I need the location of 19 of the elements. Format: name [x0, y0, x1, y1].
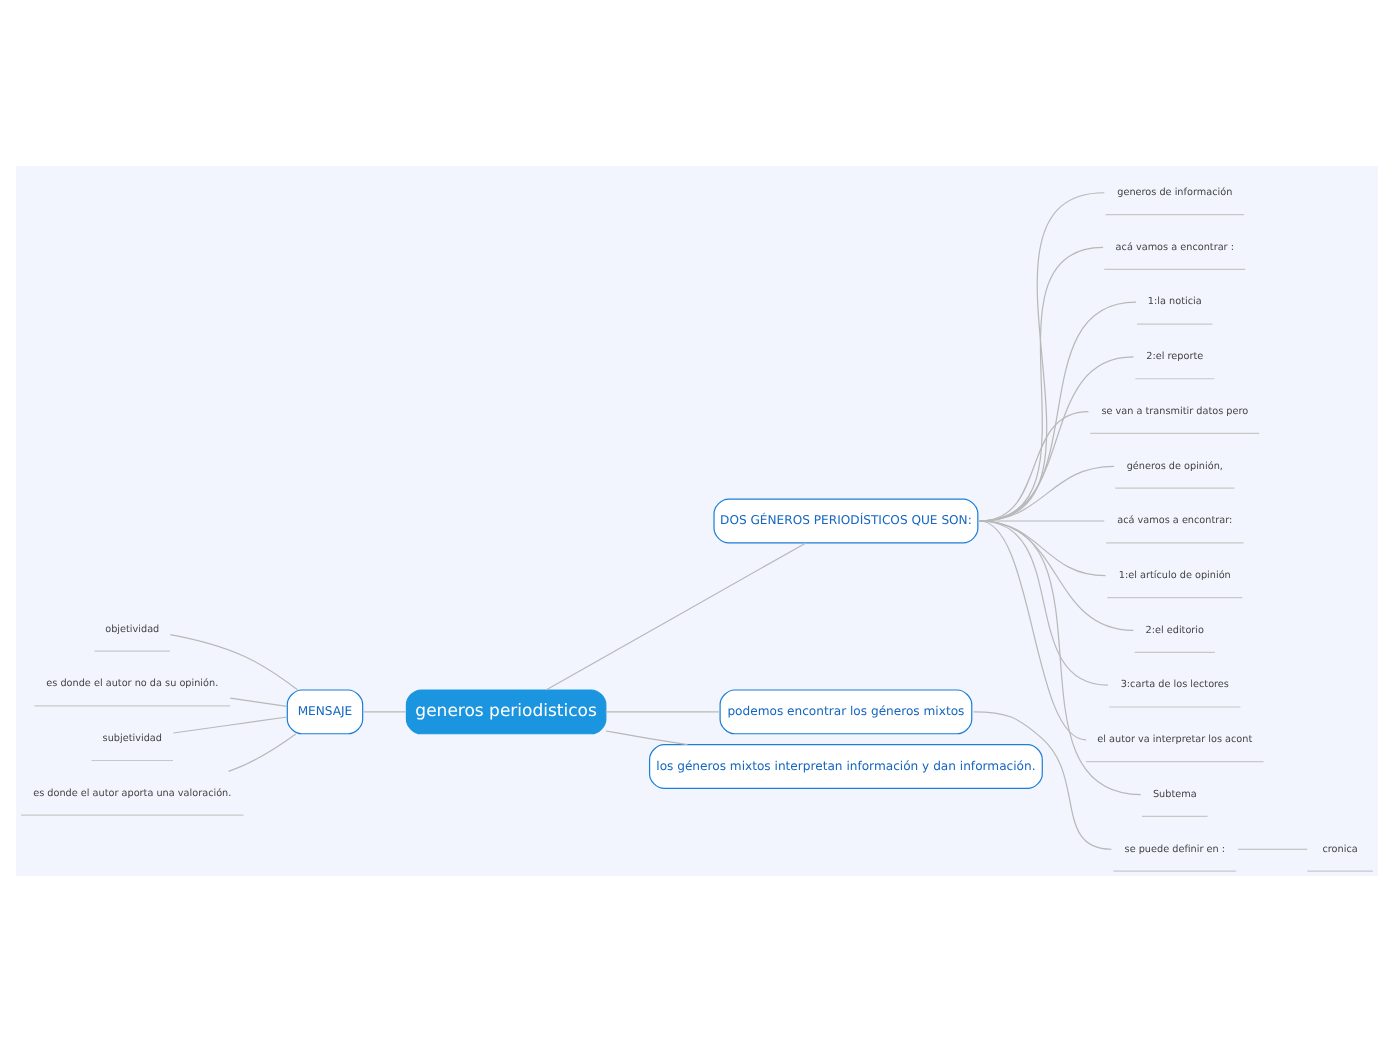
connector	[227, 732, 297, 772]
connector	[979, 519, 1087, 740]
connector	[972, 710, 1113, 849]
connector	[979, 519, 1109, 685]
connector	[605, 729, 689, 745]
connector	[1237, 847, 1308, 849]
connector	[172, 715, 288, 733]
connector	[979, 519, 1142, 795]
connector	[979, 519, 1135, 631]
connector	[979, 519, 1107, 576]
connector	[229, 696, 288, 707]
connector	[979, 464, 1115, 521]
connector	[545, 541, 807, 690]
node-box: generos periodisticos	[405, 688, 607, 734]
connector	[979, 300, 1137, 521]
connector	[979, 355, 1135, 521]
connector	[169, 633, 299, 690]
connector	[605, 710, 721, 712]
connector	[362, 710, 407, 712]
